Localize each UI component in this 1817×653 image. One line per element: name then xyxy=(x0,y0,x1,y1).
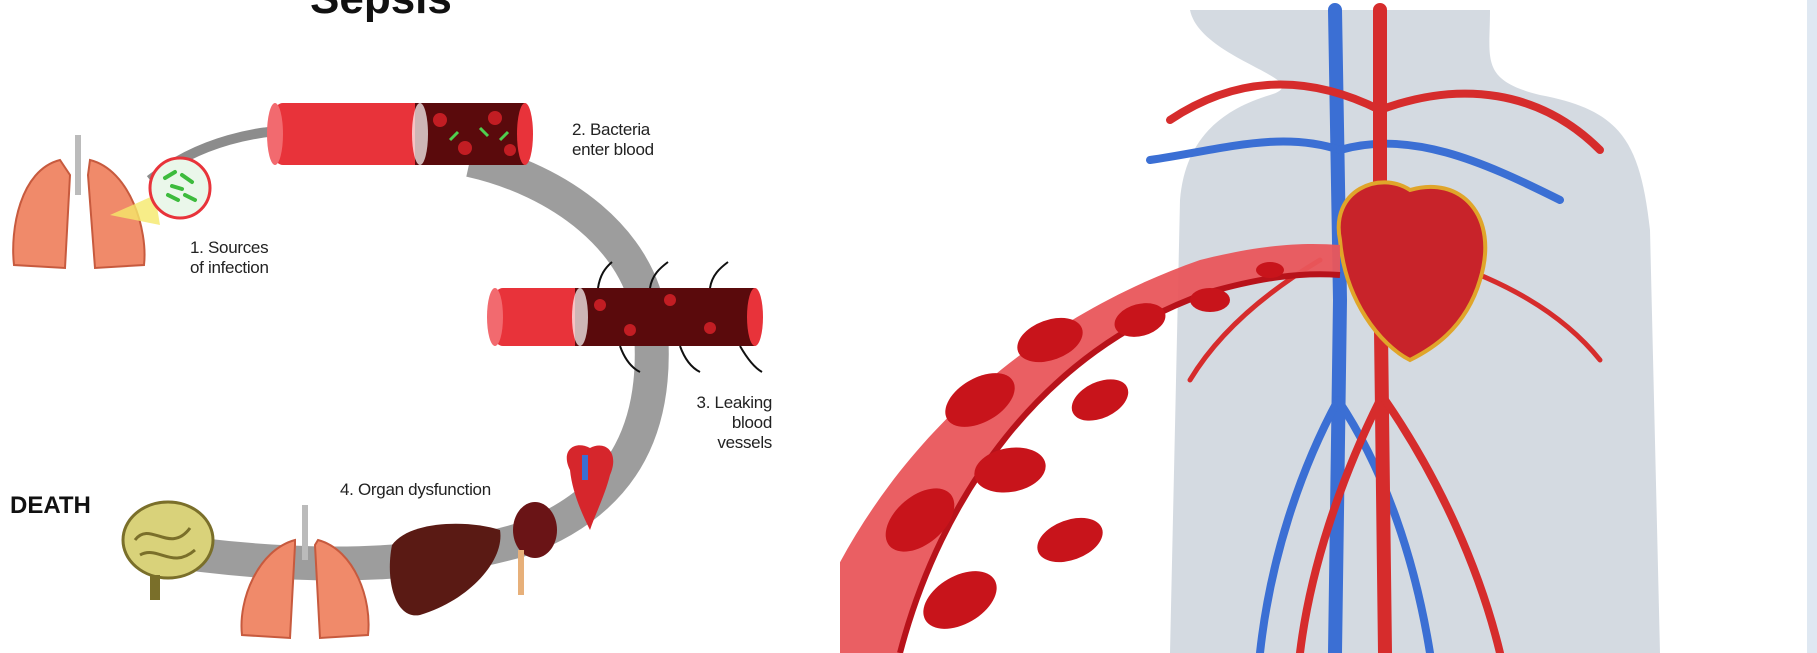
step-3-label: 3. Leaking blood vessels xyxy=(680,393,772,453)
step-1-label: 1. Sources of infection xyxy=(190,238,269,278)
sepsis-cycle-illustration xyxy=(0,0,870,653)
step-1-line2: of infection xyxy=(190,258,269,278)
lungs-icon xyxy=(13,135,144,268)
right-edge-strip xyxy=(1807,0,1817,653)
liver-icon xyxy=(390,524,501,616)
brain-icon xyxy=(123,502,213,600)
circulatory-system-illustration xyxy=(840,0,1817,653)
step-2-line1: 2. Bacteria xyxy=(572,120,654,140)
blood-vessel-icon xyxy=(267,103,533,165)
step-1-line1: 1. Sources xyxy=(190,238,269,258)
step-2-line2: enter blood xyxy=(572,140,654,160)
death-label: DEATH xyxy=(10,492,91,520)
step-4-label: 4. Organ dysfunction xyxy=(340,480,491,500)
step-2-label: 2. Bacteria enter blood xyxy=(572,120,654,160)
sepsis-diagram-panel: Sepsis xyxy=(0,0,870,653)
step-4-line1: 4. Organ dysfunction xyxy=(340,480,491,500)
kidney-icon xyxy=(513,502,557,595)
step-3-line2: blood xyxy=(680,413,772,433)
step-3-line1: 3. Leaking xyxy=(680,393,772,413)
circulatory-illustration-panel xyxy=(840,0,1817,653)
step-3-line3: vessels xyxy=(680,433,772,453)
